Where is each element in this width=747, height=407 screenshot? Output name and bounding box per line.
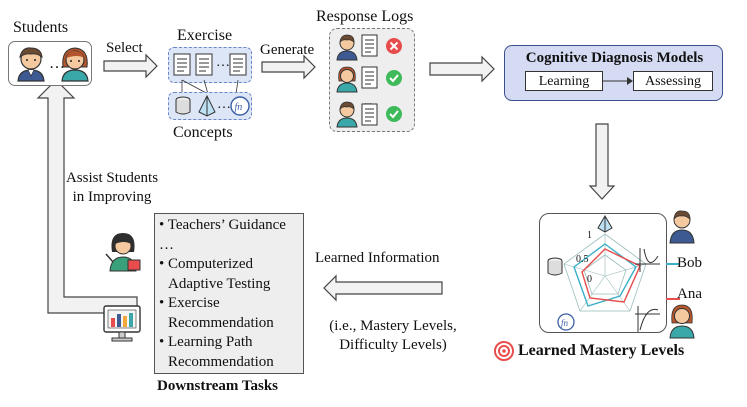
bob-legend-line xyxy=(666,263,680,265)
response-logs-title: Response Logs xyxy=(316,8,414,25)
bob-series xyxy=(573,243,637,307)
logs-to-cdm-arrow xyxy=(429,55,495,83)
function-icon: fn xyxy=(557,313,575,331)
bob-avatar xyxy=(669,210,695,244)
task-item: Adaptive Testing xyxy=(168,275,271,292)
concepts-title: Concepts xyxy=(173,124,233,141)
cdm-title: Cognitive Diagnosis Models xyxy=(525,50,704,66)
radar-tick-0: 0 xyxy=(587,274,592,285)
learned-info-line1: (i.e., Mastery Levels, xyxy=(329,318,457,334)
radar-chart: fn xyxy=(547,215,660,332)
downstream-tasks-box: • Teachers’ Guidance … • Computerized Ad… xyxy=(154,213,304,374)
task-item: • Exercise xyxy=(159,295,220,311)
exercise-box: … xyxy=(168,47,252,83)
task-item: • Learning Path xyxy=(159,334,253,350)
exercise-doc-icon xyxy=(229,53,247,76)
exercise-doc-icon xyxy=(361,34,378,57)
mastery-radar-box: fn 1 0.5 0 xyxy=(539,213,667,333)
graph-icon xyxy=(635,248,660,272)
task-item: • Computerized xyxy=(159,256,253,272)
cylinder-icon xyxy=(547,257,563,276)
student-boy-icon xyxy=(336,101,358,128)
pyramid-icon xyxy=(198,95,216,117)
cdm-box: Cognitive Diagnosis Models Learning Asse… xyxy=(504,45,723,101)
students-title: Students xyxy=(13,19,69,36)
pyramid-icon xyxy=(597,215,613,233)
learned-info-arrow xyxy=(323,274,443,302)
ana-series xyxy=(581,248,641,303)
concepts-box: … fn xyxy=(168,92,252,120)
radar-tick-05: 0.5 xyxy=(576,254,589,265)
task-item: … xyxy=(159,236,174,253)
assist-arrow xyxy=(36,79,138,314)
select-arrow xyxy=(103,53,158,79)
cdm-to-mastery-arrow xyxy=(588,123,616,200)
target-icon xyxy=(494,341,514,361)
computer-icon xyxy=(103,305,141,342)
learning-to-assessing-arrow xyxy=(603,77,633,85)
student-girl-icon xyxy=(61,47,89,82)
exercise-ellipsis: … xyxy=(216,55,230,70)
bob-legend-label: Bob xyxy=(677,255,703,271)
function-icon: fn xyxy=(230,96,250,116)
svg-text:fn: fn xyxy=(235,102,243,113)
student-girl-icon xyxy=(336,66,358,93)
correct-icon xyxy=(386,70,402,86)
learned-info-line2: Difficulty Levels) xyxy=(339,337,447,353)
radar-tick-1: 1 xyxy=(587,230,592,241)
task-item: Recommendation xyxy=(168,314,274,331)
svg-text:fn: fn xyxy=(561,318,569,328)
exercise-concept-links xyxy=(181,79,239,95)
assist-line2: in Improving xyxy=(72,189,152,205)
wrong-icon xyxy=(386,38,402,54)
teacher-icon xyxy=(105,233,141,272)
exercise-doc-icon xyxy=(173,53,191,76)
concepts-ellipsis: … xyxy=(217,97,231,112)
exercise-doc-icon xyxy=(361,66,378,89)
cylinder-icon xyxy=(175,96,191,115)
student-boy-icon xyxy=(17,47,45,82)
learned-info-title: Learned Information xyxy=(315,250,440,266)
task-item: • Teachers’ Guidance xyxy=(159,217,286,233)
students-ellipsis: … xyxy=(49,55,65,72)
response-logs-box: … xyxy=(329,28,415,132)
svg-text:…: … xyxy=(364,100,372,106)
exercise-title: Exercise xyxy=(177,27,233,44)
assessing-box: Assessing xyxy=(633,71,713,91)
select-label: Select xyxy=(106,40,143,56)
generate-arrow xyxy=(261,54,316,80)
correct-icon xyxy=(386,106,402,122)
downstream-tasks-title: Downstream Tasks xyxy=(157,378,279,394)
assist-line1: Assist Students xyxy=(65,170,159,186)
learning-box: Learning xyxy=(525,71,603,91)
mastery-title: Learned Mastery Levels xyxy=(518,342,685,359)
generate-label: Generate xyxy=(260,42,315,58)
ana-legend-line xyxy=(666,298,680,300)
ana-legend-label: Ana xyxy=(677,286,702,302)
curve-icon xyxy=(635,306,660,332)
ana-avatar xyxy=(669,304,695,339)
student-boy-icon xyxy=(336,34,358,61)
students-box: … xyxy=(8,41,92,86)
task-item: Recommendation xyxy=(168,353,274,370)
exercise-doc-icon xyxy=(195,53,213,76)
exercise-doc-icon: … xyxy=(361,100,378,126)
